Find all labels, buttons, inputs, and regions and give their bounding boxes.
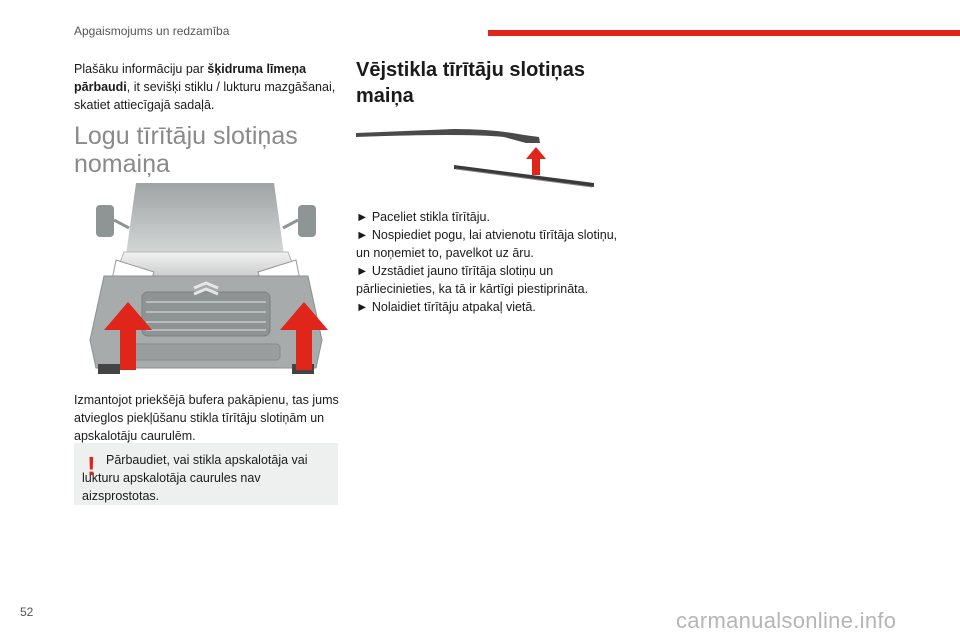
step-item: ► Paceliet stikla tīrītāju. xyxy=(356,210,490,224)
intro-paragraph: Plašāku informāciju par šķidruma līmeņa … xyxy=(74,60,340,114)
site-watermark: carmanualsonline.info xyxy=(676,608,897,633)
exclamation-icon: ! xyxy=(87,451,96,481)
fluid-check-link-text: šķidruma līmeņa pārbaudi xyxy=(74,62,307,94)
bumper-step-paragraph: Izmantojot priekšējā bufera pakāpienu, t… xyxy=(74,393,339,443)
release-arrow xyxy=(526,147,546,175)
step-item: ► Uzstādiet jauno tīrītāja slotiņu un pā… xyxy=(356,264,589,296)
section-title: Apgaismojums un redzamība xyxy=(74,24,230,38)
wiper-blade xyxy=(454,165,594,187)
step-item: ► Nospiediet pogu, lai atvienotu tīrītāj… xyxy=(356,228,618,260)
right-mirror xyxy=(298,205,316,237)
van-front-illustration xyxy=(89,183,328,374)
step-item: ► Nolaidiet tīrītāju atpakaļ vietā. xyxy=(356,300,536,314)
intro-text-post: , it sevišķi stiklu / lukturu mazgāšanai… xyxy=(74,80,336,112)
windshield-wiper-heading: Vējstikla tīrītāju slotiņas maiņa xyxy=(356,59,585,107)
intro-text-pre: Plašāku informāciju par xyxy=(74,62,208,76)
page-number: 52 xyxy=(20,605,34,619)
wiper-arm xyxy=(356,129,540,143)
warning-text: Pārbaudiet, vai stikla apskalotāja vai l… xyxy=(82,453,308,503)
right-step-arrow xyxy=(280,302,328,370)
steps-list: ► Paceliet stikla tīrītāju. ► Nospiediet… xyxy=(356,208,626,316)
wiper-blade-heading: Logu tīrītāju slotiņas nomaiņa xyxy=(74,122,298,178)
left-mirror xyxy=(96,205,114,237)
left-step-arrow xyxy=(104,302,152,370)
wiper-blade-illustration xyxy=(356,129,594,188)
warning-box: Pārbaudiet, vai stikla apskalotāja vai l… xyxy=(74,443,338,505)
header-accent-bar xyxy=(488,30,960,36)
